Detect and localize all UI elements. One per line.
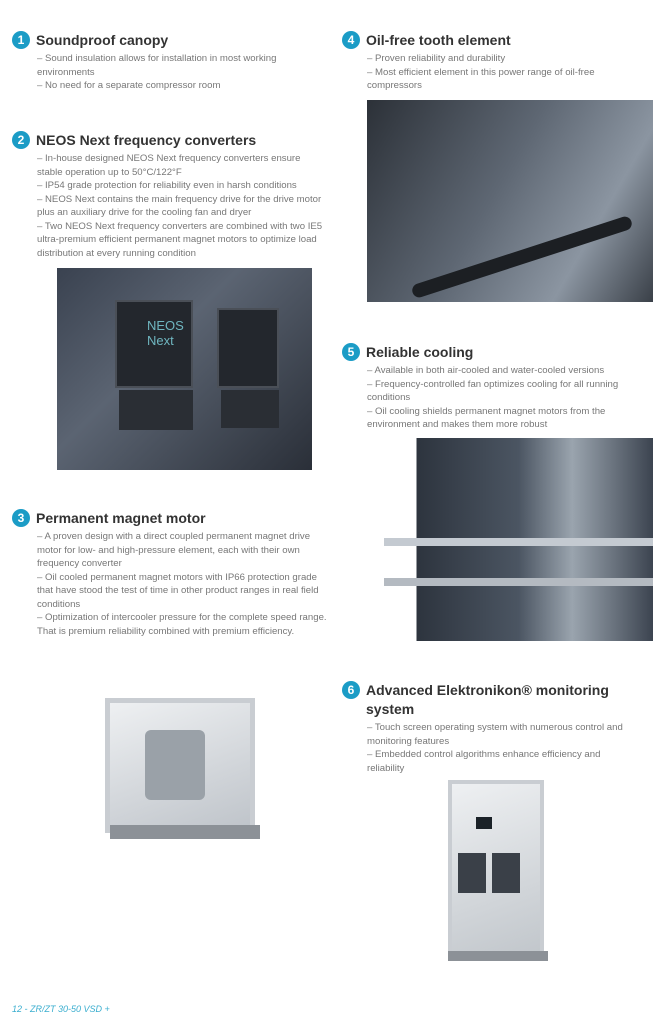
section-title: Reliable cooling — [366, 344, 474, 360]
page-footer: 12 - ZR/ZT 30-50 VSD + — [12, 1004, 110, 1014]
bullet: – Available in both air-cooled and water… — [367, 365, 605, 376]
bullet: – No need for a separate compressor room — [37, 80, 221, 91]
motor-frame-image — [95, 690, 262, 850]
section-title: Oil-free tooth element — [366, 32, 511, 48]
bullet: – Touch screen operating system with num… — [367, 722, 623, 747]
cooling-image — [384, 438, 653, 641]
section-5: 5 Reliable cooling – Available in both ai… — [342, 343, 632, 432]
number-badge: 5 — [342, 343, 360, 361]
neos-logo: NEOS Next — [147, 318, 184, 348]
section-6: 6 Advanced Elektronikon® monitoring syste… — [342, 681, 632, 775]
bullet: – Oil cooling shields permanent magnet m… — [367, 405, 606, 431]
bullet: – Proven reliability and durability — [367, 53, 506, 64]
bullet: – Oil cooled permanent magnet motors wit… — [37, 571, 319, 610]
tooth-element-image — [367, 100, 653, 302]
bullet: – Frequency-controlled fan optimizes coo… — [367, 378, 619, 404]
number-badge: 1 — [12, 31, 30, 49]
section-3: 3 Permanent magnet motor – A proven desig… — [12, 509, 328, 638]
bullet: – In-house designed NEOS Next frequency … — [37, 153, 301, 178]
section-title: Soundproof canopy — [36, 32, 169, 48]
section-4: 4 Oil-free tooth element – Proven reliabi… — [342, 31, 632, 93]
section-2: 2 NEOS Next frequency converters – In-hou… — [12, 131, 324, 260]
bullet: – Most efficient element in this power r… — [367, 66, 595, 92]
bullet: – Sound insulation allows for installati… — [37, 53, 277, 78]
bullet: – Embedded control algorithms enhance ef… — [367, 749, 601, 774]
elektronikon-unit-image — [440, 775, 550, 965]
number-badge: 6 — [342, 681, 360, 699]
bullet: – Two NEOS Next frequency converters are… — [37, 220, 323, 259]
section-title: NEOS Next frequency converters — [36, 132, 257, 148]
bullet: – IP54 grade protection for reliability … — [37, 180, 297, 191]
number-badge: 4 — [342, 31, 360, 49]
bullet: – Optimization of intercooler pressure f… — [37, 612, 327, 637]
bullet: – NEOS Next contains the main frequency … — [37, 193, 322, 219]
neos-converters-image: NEOS Next — [57, 268, 312, 470]
bullet: – A proven design with a direct coupled … — [37, 531, 311, 569]
section-title: Permanent magnet motor — [36, 510, 206, 526]
number-badge: 3 — [12, 509, 30, 527]
number-badge: 2 — [12, 131, 30, 149]
section-title: Advanced Elektronikon® monitoring system — [366, 682, 609, 717]
section-1: 1 Soundproof canopy – Sound insulation al… — [12, 31, 322, 93]
